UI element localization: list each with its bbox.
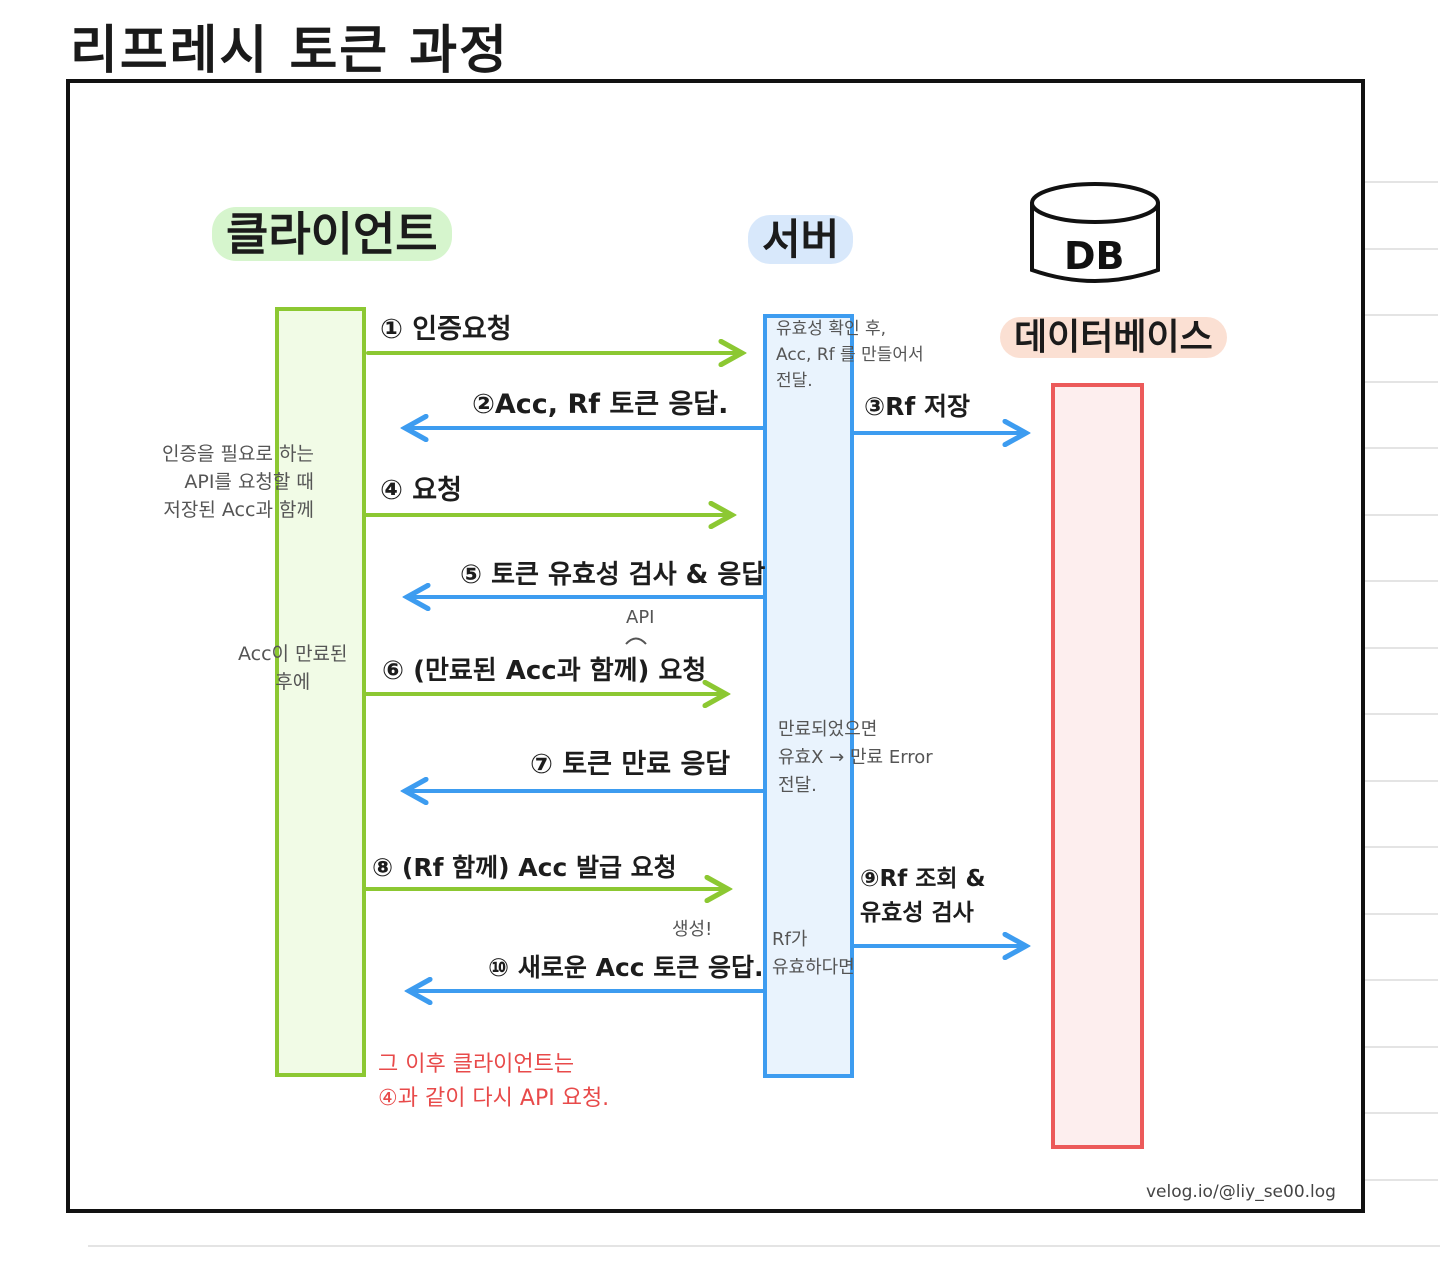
database-label: 데이터베이스 [1000, 308, 1227, 360]
message-1: ① 인증요청 [380, 314, 512, 345]
client-label: 클라이언트 [212, 198, 452, 264]
ruled-line [88, 1245, 1440, 1247]
insert-caret-mark [625, 637, 647, 645]
watermark: velog.io/@liy_se00.log [1146, 1182, 1336, 1202]
database-icon [1030, 182, 1160, 283]
message-2: ②Acc, Rf 토큰 응답. [472, 389, 729, 420]
server-lifeline [763, 314, 854, 1078]
message-6: ⑥ (만료된 Acc과 함께) 요청 [382, 656, 707, 686]
note-api-insert: API [626, 607, 655, 628]
note-created: 생성! [672, 919, 713, 940]
message-7: ⑦ 토큰 만료 응답 [530, 749, 731, 780]
message-5: ⑤ 토큰 유효성 검사 & 응답 [460, 560, 766, 590]
message-3: ③Rf 저장 [864, 392, 971, 421]
note-rf-valid: Rf가 유효하다면 [772, 929, 855, 978]
page-title: 리프레시 토큰 과정 [70, 21, 509, 81]
db-icon-text: DB [1064, 234, 1125, 278]
message-10: ⑩ 새로운 Acc 토큰 응답. [488, 953, 764, 982]
message-9: ⑨Rf 조회 & 유효성 검사 [860, 866, 986, 926]
database-lifeline [1051, 383, 1144, 1149]
note-client-api: 인증을 필요로 하는 API를 요청할 때 저장된 Acc과 함께 [162, 443, 314, 521]
client-lifeline [275, 307, 366, 1077]
server-label: 서버 [748, 206, 854, 267]
note-after: 그 이후 클라이언트는 ④과 같이 다시 API 요청. [378, 1052, 610, 1111]
note-server-check: 유효성 확인 후, Acc, Rf 를 만들어서 전달. [776, 319, 924, 391]
note-expired-error: 만료되었으면 유효X → 만료 Error 전달. [778, 719, 933, 796]
message-4: ④ 요청 [380, 475, 462, 506]
message-8: ⑧ (Rf 함께) Acc 발급 요청 [372, 853, 677, 882]
note-acc-expired: Acc이 만료된 후에 [238, 643, 348, 693]
